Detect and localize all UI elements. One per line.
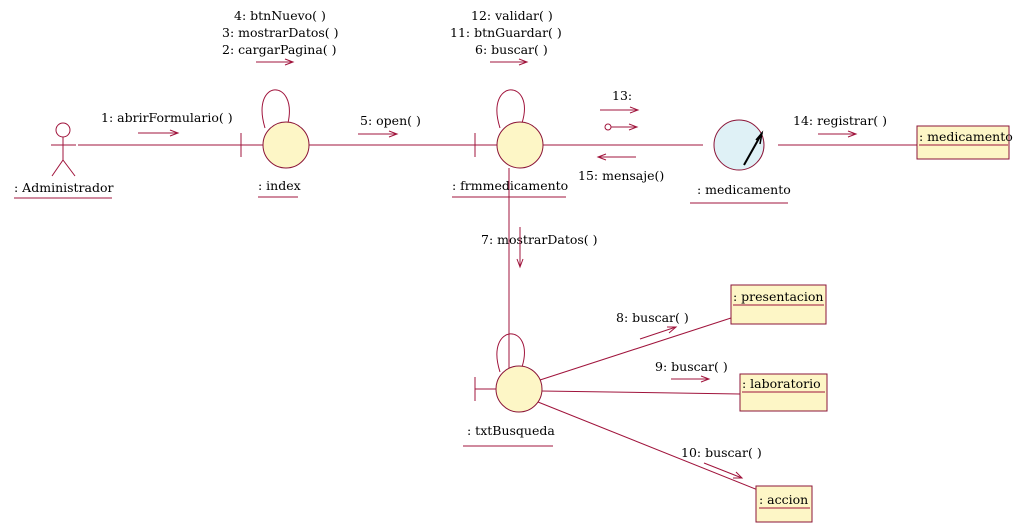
msg-7-label: 7: mostrarDatos( ) bbox=[481, 232, 598, 247]
msg-15-arrow bbox=[596, 153, 636, 161]
actor-administrador bbox=[51, 122, 76, 177]
laboratorio-label: : laboratorio bbox=[742, 376, 821, 391]
msg-1-arrow bbox=[138, 129, 180, 137]
link-txt-presentacion bbox=[539, 317, 732, 381]
msg-4-label: 4: btnNuevo( ) bbox=[234, 8, 326, 23]
msg-1-label: 1: abrirFormulario( ) bbox=[101, 110, 233, 125]
boundary-txtbusqueda bbox=[474, 365, 543, 413]
msg-15-label: 15: mensaje() bbox=[578, 168, 664, 183]
msg-13-arrow bbox=[600, 106, 640, 131]
frm-label: : frmmedicamento bbox=[452, 178, 568, 193]
msg-2-4-arrow bbox=[256, 58, 295, 66]
msg-6-label: 6: buscar( ) bbox=[475, 42, 548, 57]
index-label: : index bbox=[258, 178, 301, 193]
msg-14-label: 14: registrar( ) bbox=[793, 113, 887, 128]
boundary-index bbox=[240, 121, 310, 169]
msg-13-label: 13: bbox=[612, 88, 632, 103]
accion-label: : accion bbox=[759, 492, 808, 507]
msg-5-arrow bbox=[358, 130, 399, 138]
msg-3-label: 3: mostrarDatos( ) bbox=[222, 25, 339, 40]
msg-5-label: 5: open( ) bbox=[360, 113, 421, 128]
txt-label: : txtBusqueda bbox=[467, 423, 555, 438]
msg-10-arrow bbox=[703, 462, 744, 479]
accion-box bbox=[755, 485, 813, 523]
msg-8-arrow bbox=[639, 326, 678, 340]
msg-14-arrow bbox=[818, 130, 858, 138]
self-loop-txt bbox=[496, 333, 525, 373]
link-txt-accion bbox=[537, 401, 764, 493]
boundary-frmmedicamento bbox=[474, 121, 544, 169]
msg-7-arrow bbox=[516, 227, 524, 269]
self-loop-index bbox=[261, 89, 290, 129]
msg-8-label: 8: buscar( ) bbox=[616, 310, 689, 325]
self-loop-frm bbox=[496, 89, 525, 129]
msg-12-label: 12: validar( ) bbox=[471, 8, 553, 23]
msg-6-11-12-arrow bbox=[490, 58, 529, 66]
entity-medicamento-box bbox=[916, 125, 1010, 160]
link-txt-laboratorio bbox=[540, 390, 741, 395]
msg-9-arrow bbox=[671, 375, 711, 383]
ctrl-label: : medicamento bbox=[697, 182, 791, 197]
entity-medicamento-label: : medicamento bbox=[919, 129, 1013, 144]
actor-label: : Administrador bbox=[14, 180, 114, 195]
control-medicamento bbox=[713, 119, 765, 171]
presentacion-label: : presentacion bbox=[733, 289, 823, 304]
msg-2-label: 2: cargarPagina( ) bbox=[222, 42, 337, 57]
msg-11-label: 11: btnGuardar( ) bbox=[450, 25, 562, 40]
msg-9-label: 9: buscar( ) bbox=[655, 359, 728, 374]
msg-10-label: 10: buscar( ) bbox=[681, 445, 762, 460]
